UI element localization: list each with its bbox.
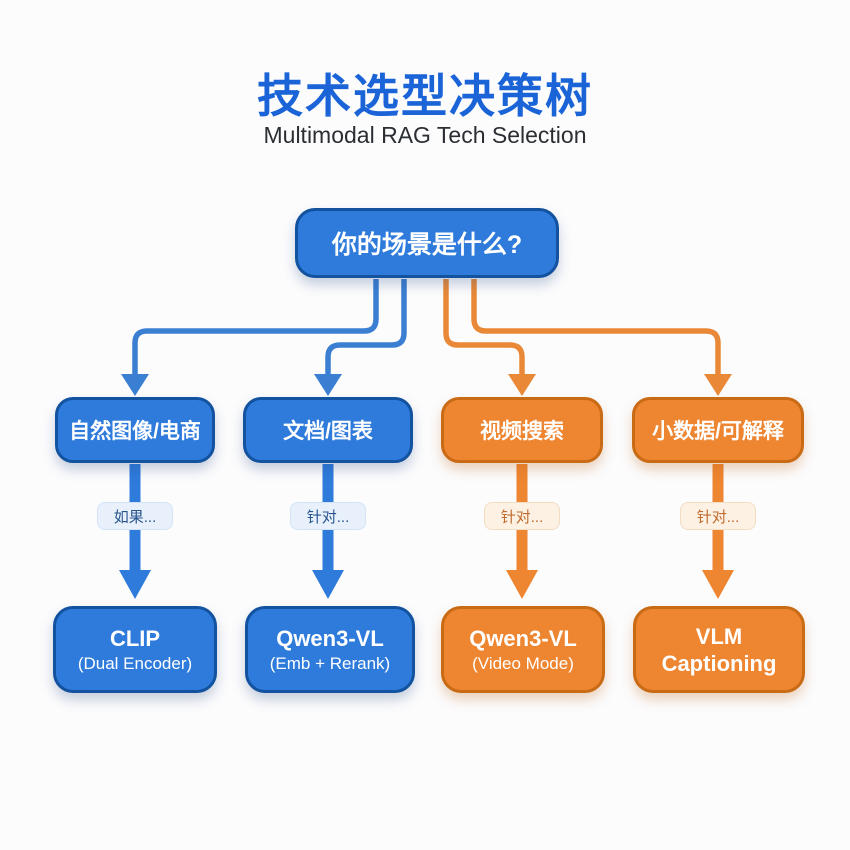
root-question-label: 你的场景是什么? xyxy=(331,231,523,259)
page-subtitle: Multimodal RAG Tech Selection xyxy=(263,122,587,148)
category-node-small-data-interpretable: 小数据/可解释 xyxy=(632,397,804,463)
category-node-natural-images-ecommerce: 自然图像/电商 xyxy=(55,397,215,463)
arrowhead-branch-1 xyxy=(121,374,149,396)
category-node-video-search: 视频搜索 xyxy=(441,397,603,463)
condition-pill-4: 针对... xyxy=(680,502,756,530)
category-node-documents-charts: 文档/图表 xyxy=(243,397,413,463)
arrowhead-branch-3 xyxy=(508,374,536,396)
leaf-node-clip: CLIP (Dual Encoder) xyxy=(53,606,217,693)
down-arrow-head-3 xyxy=(506,570,538,599)
condition-label: 针对... xyxy=(306,508,350,526)
leaf-title: Qwen3-VL xyxy=(276,625,384,651)
leaf-node-qwen3-vl-emb-rerank: Qwen3-VL (Emb + Rerank) xyxy=(245,606,415,693)
down-arrow-head-2 xyxy=(312,570,344,599)
category-label: 视频搜索 xyxy=(480,420,564,443)
category-label: 小数据/可解释 xyxy=(652,420,784,443)
leaf-subtitle: (Emb + Rerank) xyxy=(269,653,391,673)
arrowhead-branch-4 xyxy=(704,374,732,396)
root-question-node: 你的场景是什么? xyxy=(295,208,559,278)
leaf-node-qwen3-vl-video-mode: Qwen3-VL (Video Mode) xyxy=(441,606,605,693)
category-label: 文档/图表 xyxy=(283,420,373,443)
condition-pill-3: 针对... xyxy=(484,502,560,530)
leaf-title: VLM xyxy=(695,623,743,649)
leaf-subtitle: (Dual Encoder) xyxy=(77,653,193,673)
connector-branch-3 xyxy=(443,279,525,376)
connector-branch-2 xyxy=(325,279,407,376)
condition-pill-2: 针对... xyxy=(290,502,366,530)
condition-label: 针对... xyxy=(696,508,740,526)
arrowhead-branch-2 xyxy=(314,374,342,396)
connector-branch-1 xyxy=(132,279,379,376)
connector-branch-4 xyxy=(471,279,721,376)
category-label: 自然图像/电商 xyxy=(69,420,201,443)
page-title: 技术选型决策树 xyxy=(257,70,593,122)
leaf-title: Qwen3-VL xyxy=(469,625,577,651)
leaf-subtitle: (Video Mode) xyxy=(472,653,574,673)
down-arrow-head-1 xyxy=(119,570,151,599)
condition-label: 如果... xyxy=(113,508,157,526)
condition-label: 针对... xyxy=(500,508,544,526)
leaf-node-vlm-captioning: VLM Captioning xyxy=(633,606,805,693)
condition-pill-1: 如果... xyxy=(97,502,173,530)
down-arrow-head-4 xyxy=(702,570,734,599)
leaf-title-line2: Captioning xyxy=(661,650,777,676)
leaf-title: CLIP xyxy=(109,625,161,651)
